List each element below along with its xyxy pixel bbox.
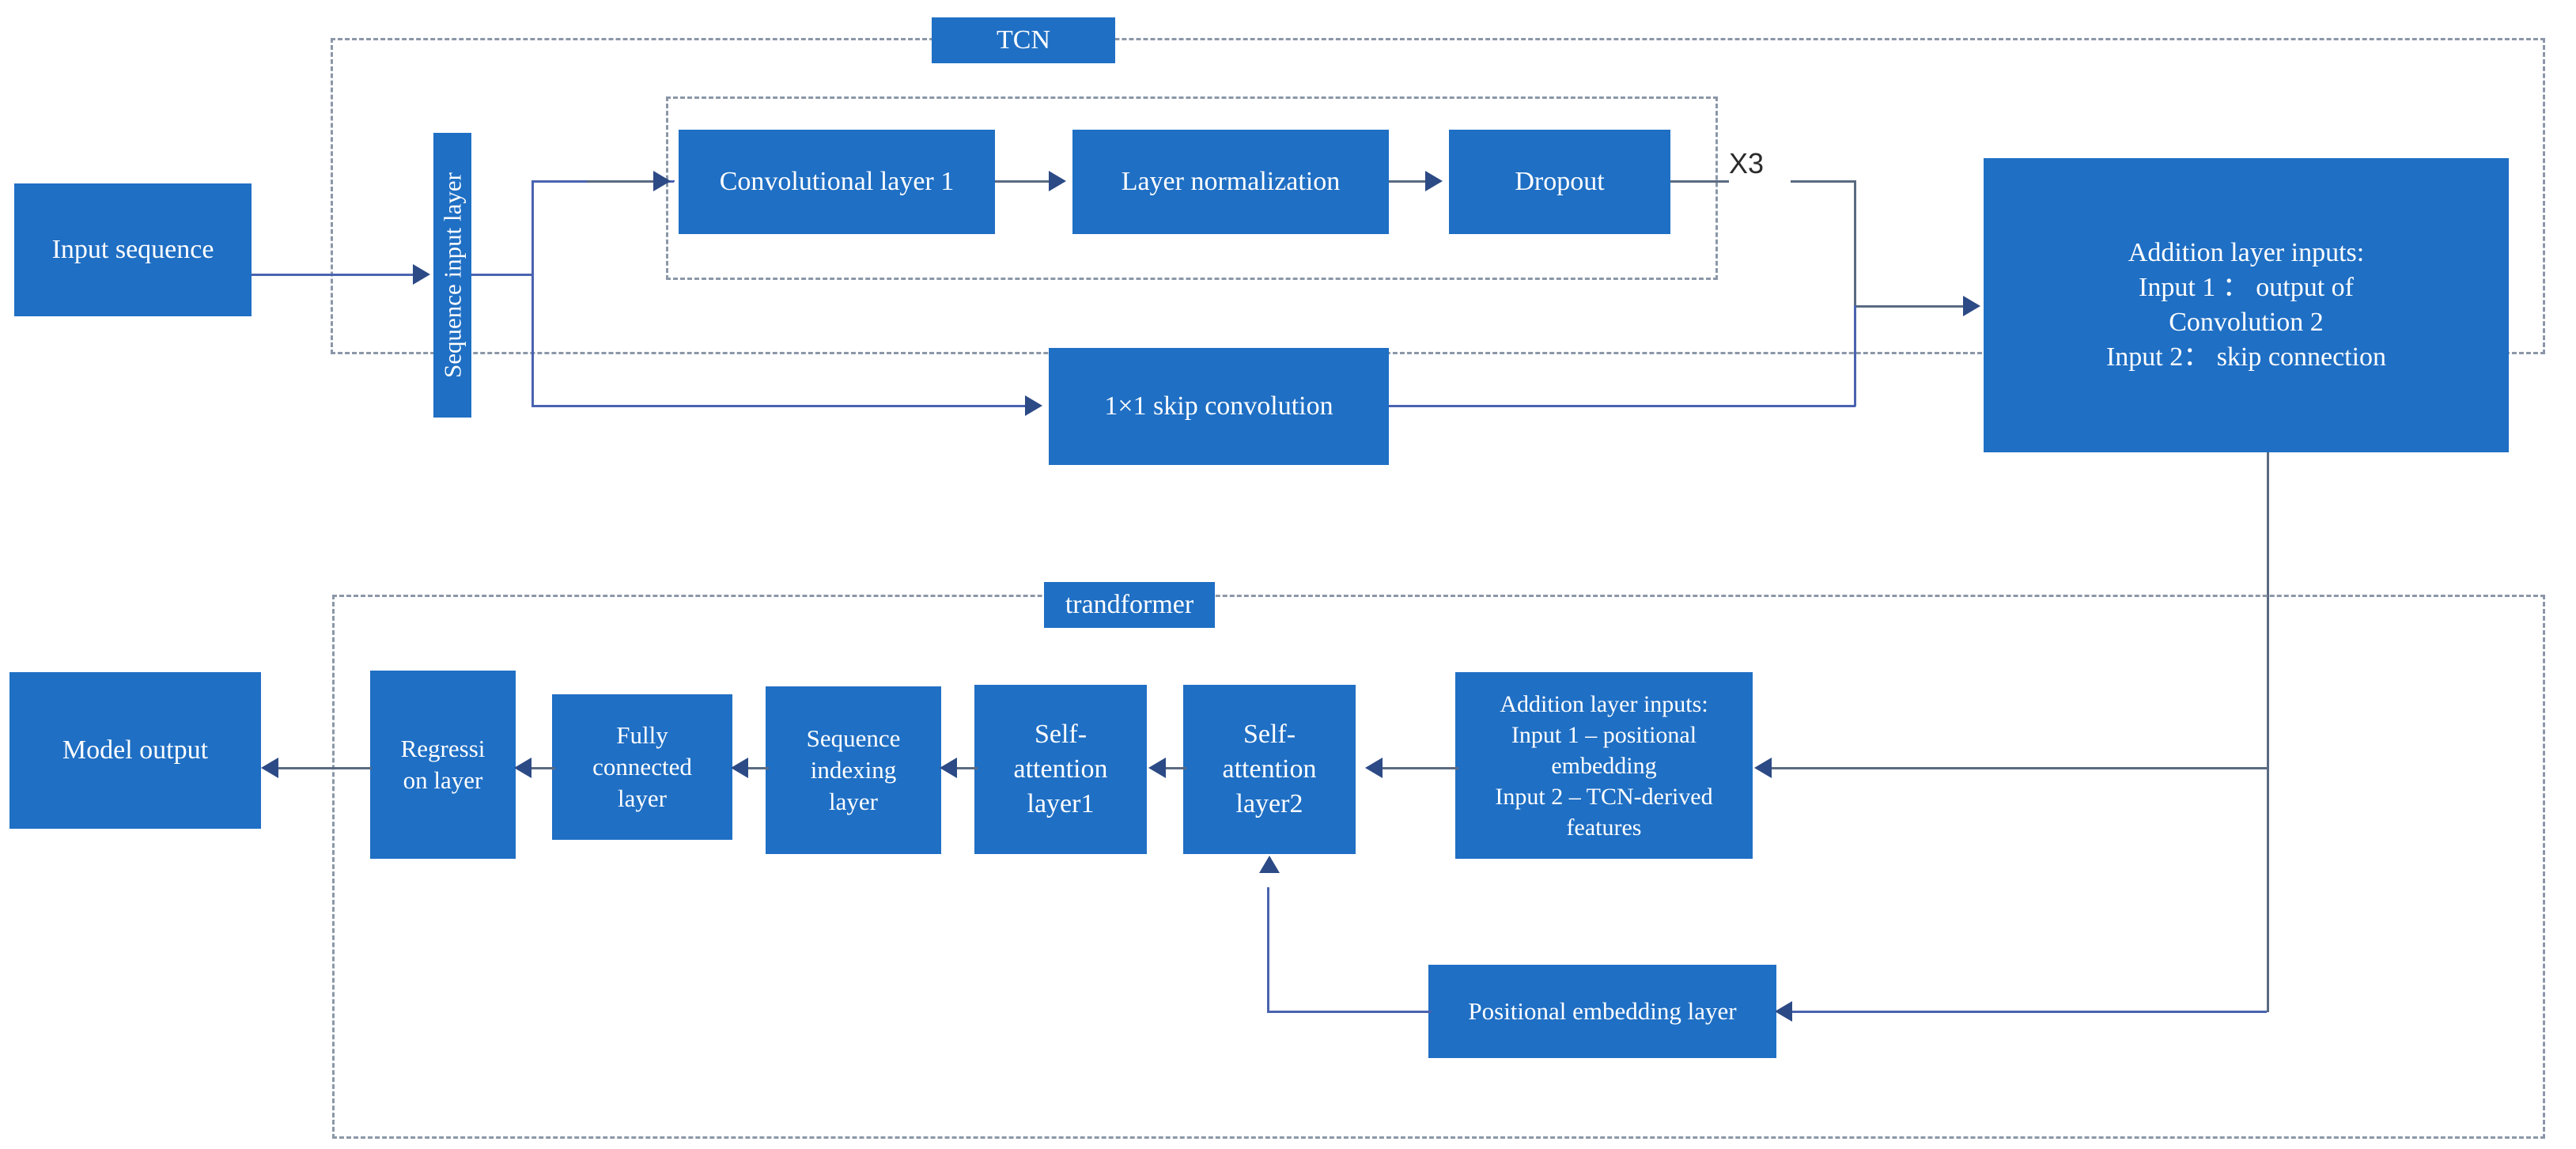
arrowhead-into-conv: [653, 171, 671, 191]
connector-dropout-to-x3: [1670, 180, 1729, 183]
connector-fc-to-regression: [530, 767, 555, 769]
node-self-attention-layer2[interactable]: Self- attention layer2: [1183, 685, 1356, 854]
node-convolutional-layer-1[interactable]: Convolutional layer 1: [679, 130, 995, 234]
arrowhead-seqidx-to-fc: [731, 758, 748, 778]
node-input-sequence[interactable]: Input sequence: [14, 183, 252, 316]
connector-skip-out: [1389, 405, 1855, 407]
connector-posemb-up: [1267, 887, 1269, 1012]
connector-bridge-down-to-posemb: [2267, 767, 2269, 1012]
node-addition-layer-tcn[interactable]: Addition layer inputs: Input 1 ： output …: [1984, 158, 2509, 452]
group-label-transformer: trandformer: [1044, 582, 1215, 628]
connector-conv-to-norm: [995, 180, 1052, 183]
connector-tcn-to-transformer-horizontal: [1772, 767, 2268, 769]
arrowhead-sa1-to-seqidx: [940, 758, 957, 778]
connector-split-vertical: [531, 180, 534, 406]
addition-tr-line-2: Input 1 – positional embedding: [1511, 721, 1697, 779]
connector-tcn-to-transformer-vertical: [2267, 452, 2269, 769]
group-label-tcn: TCN: [932, 17, 1115, 63]
arrowhead-into-addition-tcn: [1963, 296, 1980, 316]
addition-tcn-line-2: Input 1 ： output of: [2139, 272, 2354, 302]
connector-skip-up: [1854, 305, 1856, 406]
connector-norm-to-dropout: [1389, 180, 1428, 183]
node-regression-layer[interactable]: Regressi on layer: [370, 671, 516, 859]
group-tcn: [331, 38, 2545, 354]
connector-x3-to-corner: [1791, 180, 1855, 183]
arrowhead-posemb-to-sa2: [1259, 856, 1280, 873]
connector-posemb-out-left: [1267, 1011, 1432, 1013]
addition-tr-line-1: Addition layer inputs:: [1500, 690, 1708, 717]
arrowhead-sa2-to-sa1: [1148, 758, 1166, 778]
addition-tcn-line-1: Addition layer inputs:: [2128, 237, 2365, 267]
node-addition-layer-transformer[interactable]: Addition layer inputs: Input 1 – positio…: [1455, 672, 1753, 859]
node-sequence-indexing-layer[interactable]: Sequence indexing layer: [766, 686, 941, 854]
connector-branch-to-skip: [531, 405, 1028, 407]
node-dropout[interactable]: Dropout: [1449, 130, 1670, 234]
node-skip-convolution[interactable]: 1×1 skip convolution: [1049, 348, 1389, 465]
connector-seqidx-to-fc: [747, 767, 769, 769]
node-fully-connected-layer[interactable]: Fully connected layer: [552, 694, 732, 840]
label-repeat-x3: X3: [1729, 147, 1765, 180]
connector-seqlayer-out: [471, 274, 533, 276]
connector-sa2-to-sa1: [1164, 767, 1186, 769]
arrowhead-fc-to-regression: [514, 758, 531, 778]
node-positional-embedding-layer[interactable]: Positional embedding layer: [1428, 965, 1776, 1058]
arrowhead-norm-to-dropout: [1425, 171, 1443, 191]
connector-topbranch-to-addition: [1854, 305, 1966, 308]
addition-tcn-line-4: Input 2： skip connection: [2105, 342, 2387, 372]
connector-sa1-to-seqidx: [955, 767, 978, 769]
addition-tcn-line-3: Convolution 2: [2169, 308, 2324, 337]
arrowhead-input-to-seqlayer: [413, 264, 430, 285]
connector-right-to-posemb: [1792, 1011, 2267, 1013]
connector-input-to-seqlayer: [252, 274, 416, 276]
arrowhead-into-skip: [1025, 395, 1042, 416]
arrowhead-into-addition-transformer: [1754, 758, 1772, 778]
group-transformer: [332, 595, 2545, 1139]
connector-branch-to-conv-drop: [672, 180, 675, 182]
node-sequence-input-layer[interactable]: Sequence input layer: [433, 133, 471, 418]
arrowhead-addition-to-sa2: [1365, 758, 1383, 778]
connector-regression-to-output: [278, 767, 372, 769]
node-self-attention-layer1[interactable]: Self- attention layer1: [974, 685, 1147, 854]
node-model-output[interactable]: Model output: [9, 672, 261, 829]
node-layer-normalization[interactable]: Layer normalization: [1072, 130, 1389, 234]
addition-tr-line-3: Input 2 – TCN-derived features: [1495, 783, 1713, 841]
connector-addition-to-sa2: [1383, 767, 1458, 769]
arrowhead-right-to-posemb: [1775, 1001, 1792, 1022]
connector-topbranch-down: [1854, 180, 1856, 307]
arrowhead-conv-to-norm: [1049, 171, 1066, 191]
connector-into-conv: [587, 180, 656, 183]
arrowhead-regression-to-output: [261, 758, 278, 778]
